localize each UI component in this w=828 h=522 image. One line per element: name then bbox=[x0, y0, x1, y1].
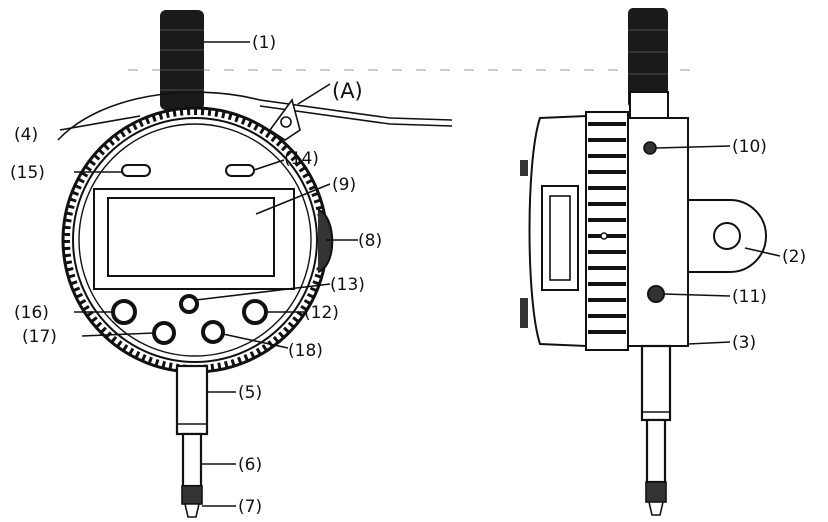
label-1: (1) bbox=[252, 33, 276, 53]
label-7: (7) bbox=[238, 497, 262, 517]
label-16: (16) bbox=[14, 303, 49, 323]
contact-point-tip bbox=[183, 503, 201, 518]
indicator-slot-left bbox=[121, 164, 151, 177]
label-4: (4) bbox=[14, 125, 38, 145]
label-2: (2) bbox=[782, 247, 806, 267]
side-stem bbox=[640, 344, 672, 422]
side-window bbox=[549, 195, 571, 281]
button-12[interactable] bbox=[242, 299, 268, 325]
label-6: (6) bbox=[238, 455, 262, 475]
leader-lines bbox=[59, 41, 781, 507]
screw-11 bbox=[647, 285, 665, 303]
part-labels: (1) (A) (4) (15) (14) (9) (8) (13) (12) … bbox=[10, 33, 806, 517]
spindle bbox=[181, 432, 203, 488]
label-8: (8) bbox=[358, 231, 382, 251]
side-spindle bbox=[645, 418, 667, 484]
screw-10 bbox=[643, 141, 657, 155]
lcd-display bbox=[107, 197, 275, 277]
label-15: (15) bbox=[10, 163, 45, 183]
back-knob bbox=[317, 209, 334, 273]
lug-hole bbox=[713, 222, 741, 250]
label-A: (A) bbox=[332, 79, 363, 103]
side-slot-top bbox=[520, 160, 528, 176]
indicator-slot-right bbox=[225, 164, 255, 177]
label-3: (3) bbox=[732, 333, 756, 353]
case-body bbox=[627, 117, 689, 347]
label-18: (18) bbox=[288, 341, 323, 361]
face-ring bbox=[78, 123, 312, 357]
side-contact-tip bbox=[647, 501, 665, 516]
side-slot-bottom bbox=[520, 298, 528, 328]
label-13: (13) bbox=[330, 275, 365, 295]
side-view bbox=[520, 8, 767, 516]
button-17[interactable] bbox=[152, 321, 176, 345]
contact-point-thread bbox=[181, 485, 203, 505]
side-lifting-cap bbox=[628, 8, 668, 108]
label-14: (14) bbox=[284, 149, 319, 169]
button-18[interactable] bbox=[201, 320, 225, 344]
button-16[interactable] bbox=[111, 299, 137, 325]
label-17: (17) bbox=[22, 327, 57, 347]
lever-pivot-screw bbox=[280, 116, 292, 128]
label-10: (10) bbox=[732, 137, 767, 157]
label-12: (12) bbox=[304, 303, 339, 323]
side-contact-thread bbox=[645, 481, 667, 503]
label-9: (9) bbox=[332, 175, 356, 195]
lifting-lever bbox=[57, 91, 453, 141]
label-5: (5) bbox=[238, 383, 262, 403]
front-view bbox=[57, 10, 453, 518]
case-pin bbox=[600, 232, 608, 240]
button-13[interactable] bbox=[179, 294, 199, 314]
lifting-cap bbox=[160, 10, 204, 110]
label-11: (11) bbox=[732, 287, 767, 307]
